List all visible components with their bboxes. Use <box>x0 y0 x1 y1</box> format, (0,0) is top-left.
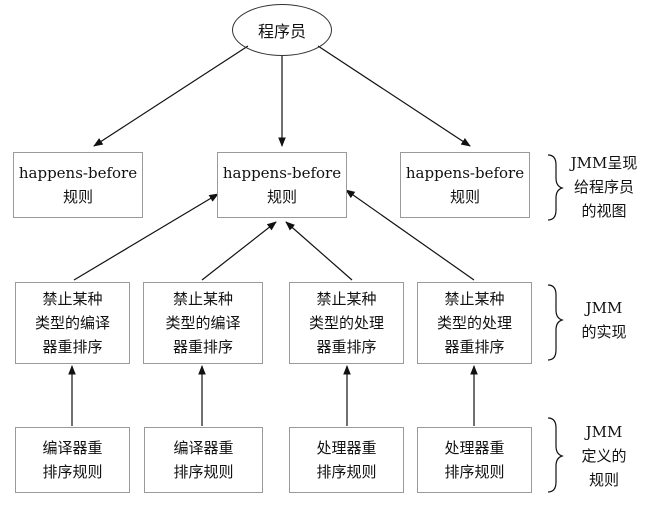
middle-node-1: 禁止某种 类型的编译 器重排序 <box>15 282 130 364</box>
bottom-node-4: 处理器重 排序规则 <box>417 427 532 493</box>
middle-node-3-label: 禁止某种 类型的处理 器重排序 <box>308 290 384 356</box>
middle-node-4: 禁止某种 类型的处理 器重排序 <box>417 282 532 364</box>
middle-node-1-label: 禁止某种 类型的编译 器重排序 <box>34 290 110 356</box>
root-node-programmer: 程序员 <box>232 4 332 56</box>
side-label-jmm-rules: JMM 定义的 规则 <box>581 423 627 489</box>
top-node-2-label: happens-before 规则 <box>222 164 342 206</box>
middle-node-3: 禁止某种 类型的处理 器重排序 <box>289 282 404 364</box>
brace-top <box>547 154 564 221</box>
arrow-mid-2-to-top <box>201 221 277 281</box>
top-node-3-label: happens-before 规则 <box>405 164 525 206</box>
arrow-root-to-top-1 <box>93 45 249 147</box>
top-node-2: happens-before 规则 <box>217 152 347 218</box>
middle-node-2-label: 禁止某种 类型的编译 器重排序 <box>165 290 241 356</box>
arrow-mid-4-to-top <box>345 189 475 281</box>
bottom-node-4-label: 处理器重 排序规则 <box>444 439 505 481</box>
side-label-jmm-implementation: JMM 的实现 <box>581 299 627 341</box>
bottom-node-1-label: 编译器重 排序规则 <box>42 439 103 481</box>
bottom-node-2-label: 编译器重 排序规则 <box>173 439 234 481</box>
top-node-1: happens-before 规则 <box>13 152 143 218</box>
bottom-node-3-label: 处理器重 排序规则 <box>316 439 377 481</box>
bottom-node-3: 处理器重 排序规则 <box>289 427 404 493</box>
middle-node-2: 禁止某种 类型的编译 器重排序 <box>143 282 263 364</box>
arrow-root-to-top-3 <box>317 45 471 147</box>
side-label-programmer-view: JMM呈现 给程序员 的视图 <box>570 154 638 220</box>
arrow-mid-3-to-top <box>285 221 353 281</box>
bottom-node-2: 编译器重 排序规则 <box>144 427 263 493</box>
brace-middle <box>547 284 564 361</box>
root-node-label: 程序员 <box>257 22 306 41</box>
bottom-node-1: 编译器重 排序规则 <box>15 427 130 493</box>
brace-bottom <box>547 417 564 493</box>
top-node-3: happens-before 规则 <box>400 152 530 218</box>
arrow-mid-1-to-top <box>73 193 219 281</box>
top-node-1-label: happens-before 规则 <box>18 164 138 206</box>
middle-node-4-label: 禁止某种 类型的处理 器重排序 <box>436 290 512 356</box>
